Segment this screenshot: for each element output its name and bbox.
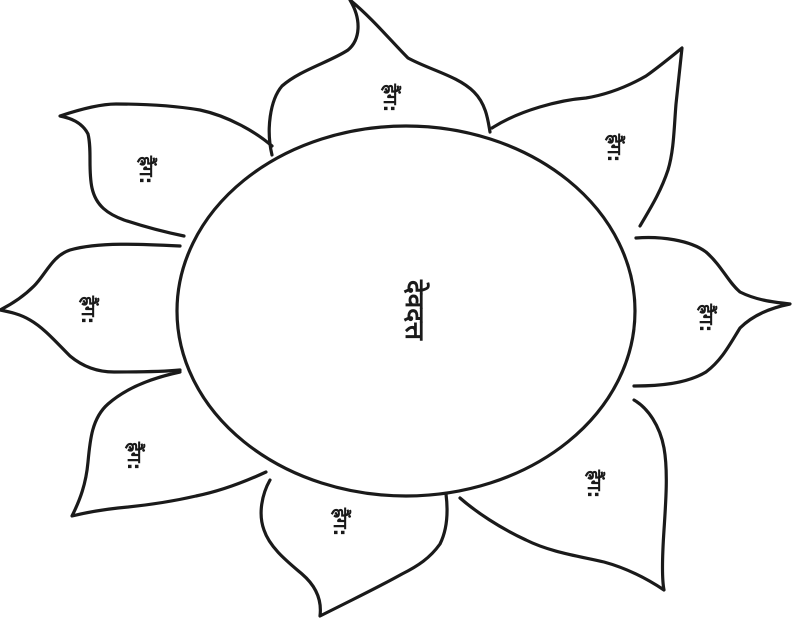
petal-label-lower-left: ह्रैंग: [123,441,146,470]
center-label: देवदत्त [399,279,430,341]
petal-label-upper-right: ह्रैंग: [603,133,626,162]
petal-lower-right [460,400,666,590]
petal-label-lower-right: ह्रैंग: [583,469,606,498]
petal-label-right: ह्रैंग: [695,303,718,332]
petal-label-bottom: ह्रैंग: [329,507,352,536]
petal-bottom [261,480,447,616]
petal-lower-left [72,372,266,516]
petal-label-left: ह्रैंग: [77,295,100,324]
petal-label-top: ह्रैंग: [379,83,402,112]
petal-upper-left [60,104,272,236]
petal-label-upper-left: ह्रैंग: [135,155,158,184]
